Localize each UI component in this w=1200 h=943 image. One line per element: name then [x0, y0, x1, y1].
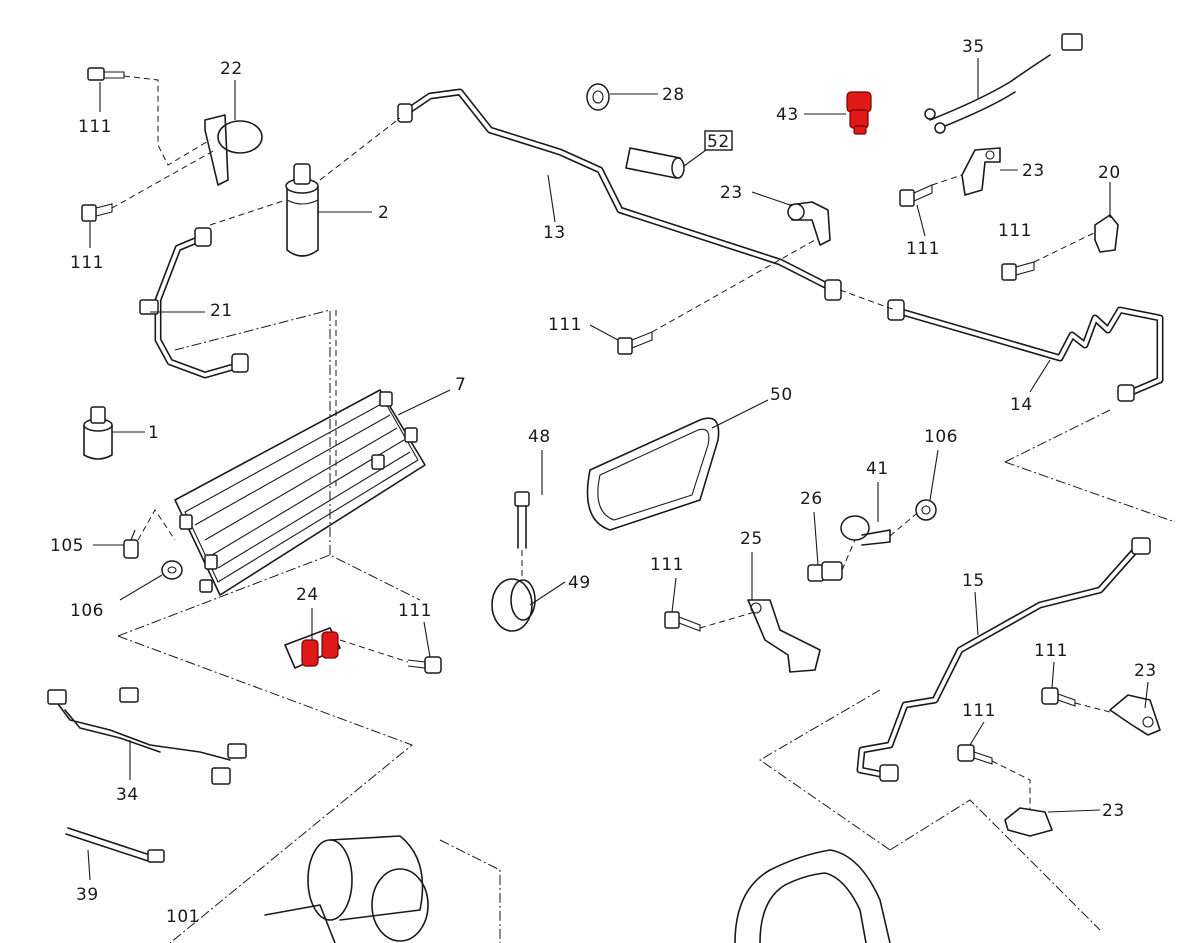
callout-111-bottom-right: 111 — [962, 701, 996, 721]
callout-101: 101 — [166, 907, 200, 927]
callout-111-bracket: 111 — [650, 555, 684, 575]
callout-34: 34 — [116, 785, 139, 805]
receiver-drier — [285, 163, 319, 257]
callout-43: 43 — [776, 105, 799, 125]
bolt-111-e — [1001, 261, 1035, 281]
callout-15: 15 — [962, 571, 985, 591]
clamp-23-b — [961, 147, 1001, 196]
grommet-106-right — [915, 499, 937, 521]
callout-106-left: 106 — [70, 601, 104, 621]
cable-tie-39 — [65, 827, 165, 863]
pipe-13 — [397, 88, 842, 301]
pipe-21 — [139, 227, 249, 379]
callout-39: 39 — [76, 885, 99, 905]
pipe-14 — [887, 299, 1164, 402]
long-bolt-48 — [514, 491, 530, 549]
pulley-49 — [491, 578, 536, 632]
callout-7: 7 — [455, 375, 466, 395]
bracket-22 — [204, 114, 263, 186]
callout-2: 2 — [378, 203, 389, 223]
clamp-41 — [840, 515, 891, 546]
callout-111-center: 111 — [548, 315, 582, 335]
clamp-23-d — [1004, 807, 1053, 837]
callout-50: 50 — [770, 385, 793, 405]
callout-111-top-left: 111 — [78, 117, 112, 137]
bolt-111-h — [1041, 687, 1076, 707]
switch-26 — [807, 561, 843, 582]
callout-24: 24 — [296, 585, 319, 605]
callout-41: 41 — [866, 459, 889, 479]
callout-21: 21 — [210, 301, 233, 321]
callout-23-top: 23 — [720, 183, 743, 203]
callout-23-right: 23 — [1022, 161, 1045, 181]
grommet-28 — [586, 83, 610, 111]
callout-111-mid-right: 111 — [906, 239, 940, 259]
callout-106-right: 106 — [924, 427, 958, 447]
callout-23-lower-right: 23 — [1134, 661, 1157, 681]
callout-1: 1 — [148, 423, 159, 443]
bolt-111-a — [87, 67, 125, 81]
clamp-23-a — [787, 201, 831, 246]
pipe-15 — [856, 537, 1151, 782]
callout-111-left: 111 — [70, 253, 104, 273]
clamp-23-c — [1109, 694, 1161, 736]
bolt-111-g — [664, 611, 701, 632]
compressor — [264, 835, 429, 943]
service-cap-43 — [846, 91, 872, 135]
clamp-20 — [1094, 214, 1119, 253]
callout-23-bottom: 23 — [1102, 801, 1125, 821]
callout-52: 52 — [707, 132, 730, 152]
condenser — [174, 389, 426, 596]
callout-14: 14 — [1010, 395, 1033, 415]
grommet-106-left — [161, 560, 183, 580]
bolt-105 — [123, 529, 139, 559]
bolt-111-c — [617, 331, 653, 355]
callout-111-lower-right: 111 — [1034, 641, 1068, 661]
harness-35 — [924, 33, 1083, 134]
bolt-111-i — [957, 744, 993, 765]
callout-48: 48 — [528, 427, 551, 447]
callout-20: 20 — [1098, 163, 1121, 183]
callout-111-bottom-center: 111 — [398, 601, 432, 621]
oil-bottle — [83, 406, 113, 460]
callout-111-far-right: 111 — [998, 221, 1032, 241]
callout-28: 28 — [662, 85, 685, 105]
pressure-switch-24 — [284, 627, 341, 669]
callout-labels: 22 111 111 2 21 1 7 13 28 52 43 23 35 23… — [50, 37, 1157, 927]
callout-26: 26 — [800, 489, 823, 509]
bolt-111-f — [407, 656, 442, 674]
sleeve-52 — [625, 147, 685, 179]
bolt-111-b — [81, 203, 113, 222]
callout-49: 49 — [568, 573, 591, 593]
callout-25: 25 — [740, 529, 763, 549]
assembly-lines — [111, 75, 1111, 810]
callout-105: 105 — [50, 536, 84, 556]
callout-13: 13 — [543, 223, 566, 243]
section-boundaries — [117, 309, 1176, 943]
leader-lines — [87, 58, 1149, 881]
harness-34 — [47, 687, 247, 785]
hose — [734, 849, 891, 943]
bracket-25 — [747, 599, 821, 673]
callout-22: 22 — [220, 59, 243, 79]
callout-35: 35 — [962, 37, 985, 57]
bolt-111-d — [899, 184, 933, 207]
drive-belt — [586, 417, 720, 531]
